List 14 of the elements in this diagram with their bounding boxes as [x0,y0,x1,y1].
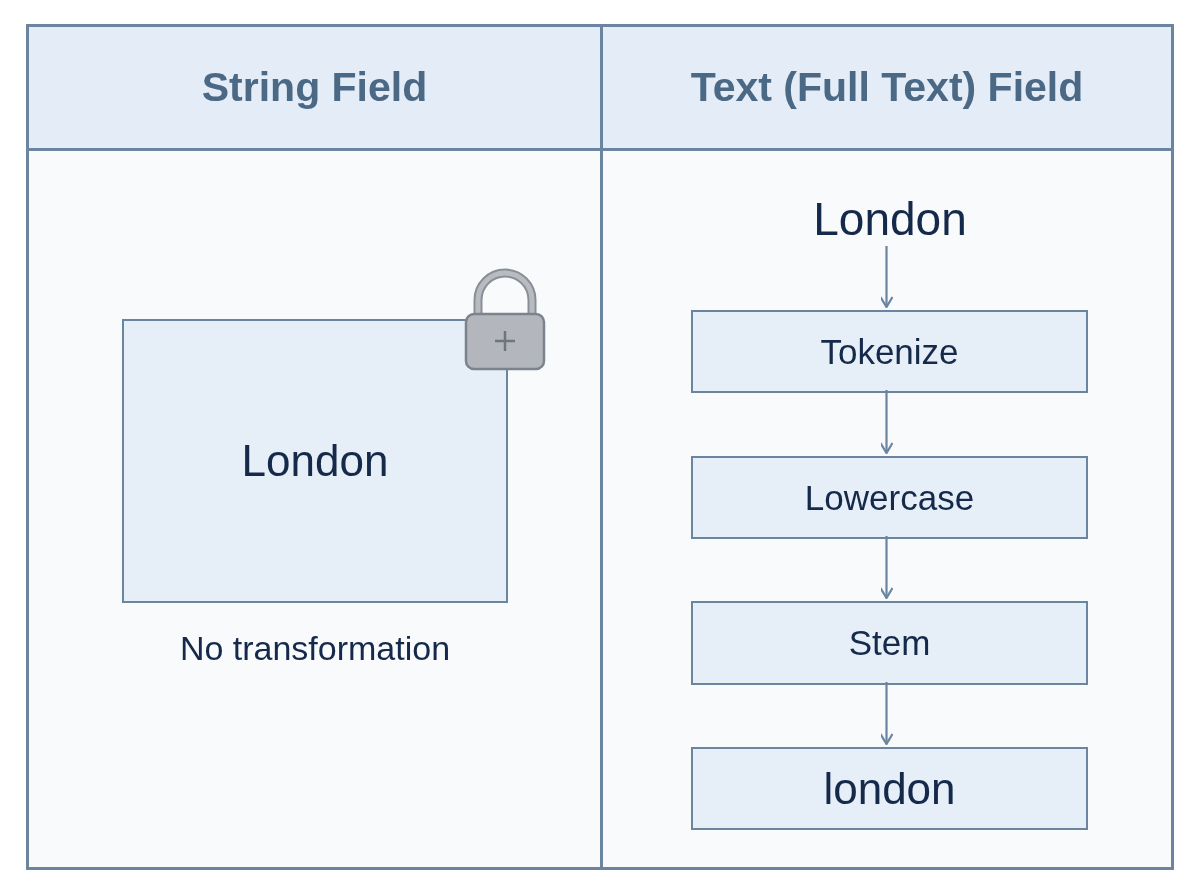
arrow [879,536,894,600]
arrow [879,246,894,309]
column-panel [26,24,603,870]
column-header: Text (Full Text) Field [603,27,1171,151]
process-box: london [691,747,1088,830]
process-box: Lowercase [691,456,1088,539]
column-header: String Field [29,27,600,151]
process-box: Stem [691,601,1088,685]
arrow [879,390,894,455]
input-text: London [750,189,1030,249]
column-panel [600,24,1174,870]
caption-text: No transformation [178,629,452,668]
process-box: Tokenize [691,310,1088,393]
arrow [879,682,894,746]
